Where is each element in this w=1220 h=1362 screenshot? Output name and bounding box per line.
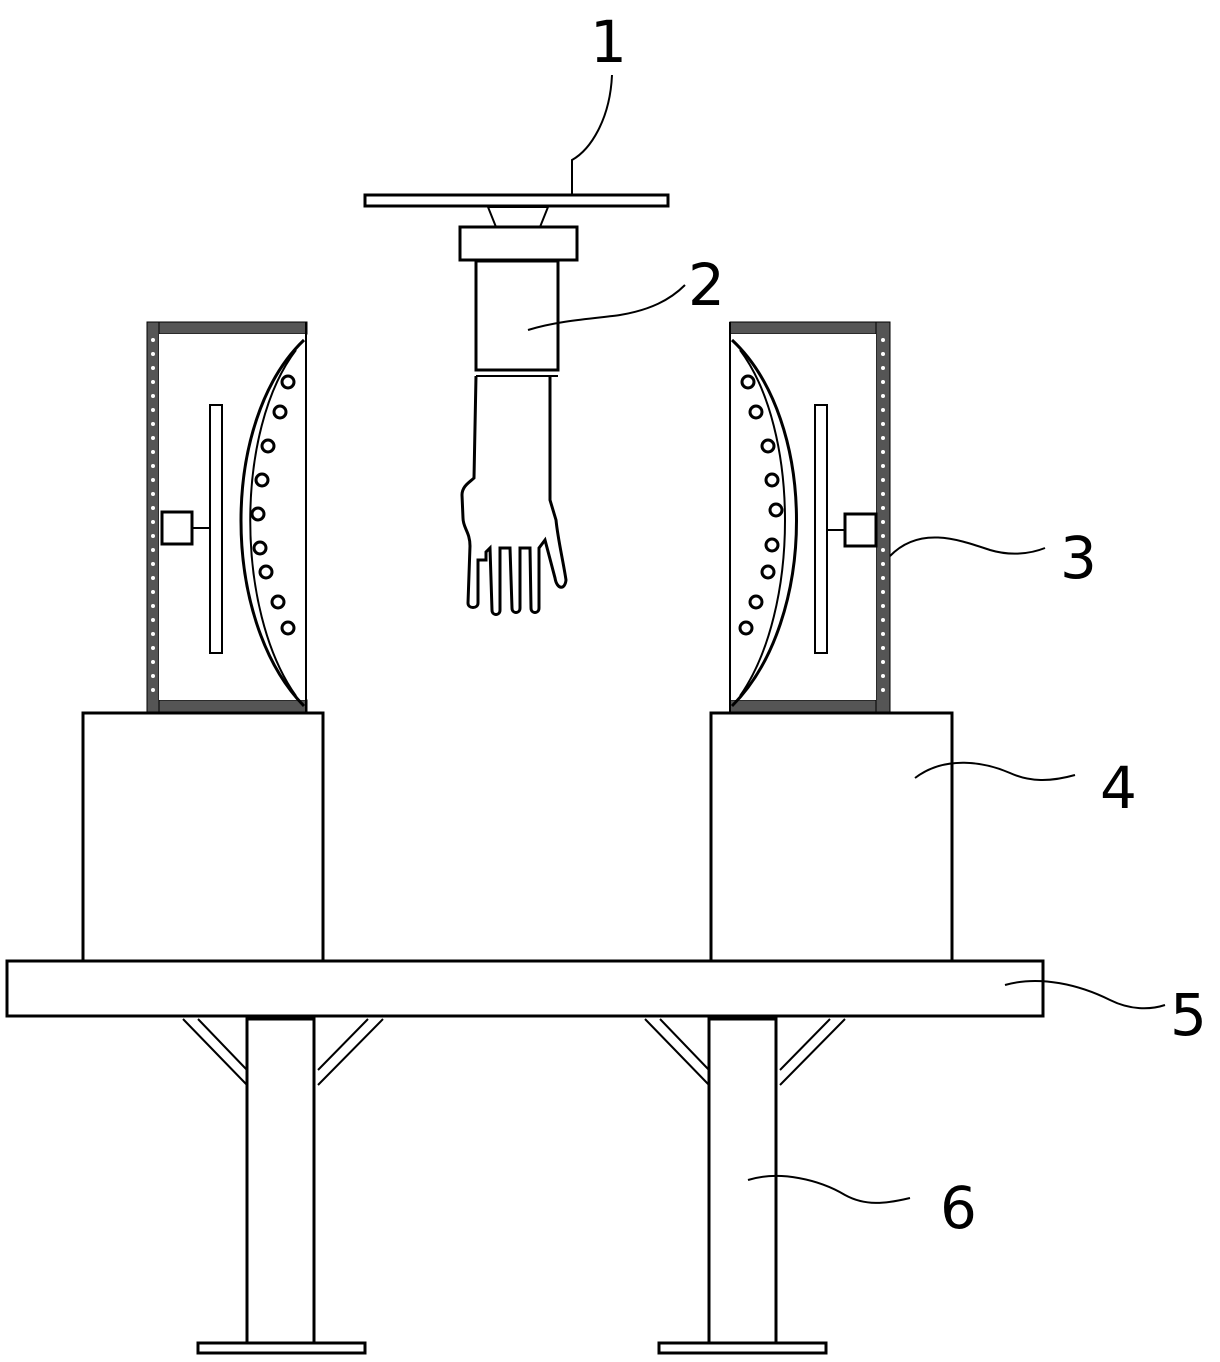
nozzle [760, 438, 776, 454]
nozzle [764, 537, 780, 553]
nozzle [280, 374, 296, 390]
wall-dot [881, 436, 885, 440]
left-chamber-wall-dots [151, 338, 155, 692]
wall-dot [151, 688, 155, 692]
nozzle [250, 506, 266, 522]
wall-dot [151, 674, 155, 678]
wall-dot [881, 548, 885, 552]
wall-dot [881, 576, 885, 580]
wall-dot [881, 618, 885, 622]
nozzle [748, 594, 764, 610]
wall-dot [151, 590, 155, 594]
wall-dot [151, 492, 155, 496]
label-2: 2 [688, 251, 725, 319]
wall-dot [151, 394, 155, 398]
leader-lines [527, 74, 1166, 1204]
wall-dot [881, 688, 885, 692]
wall-dot [151, 604, 155, 608]
wall-dot [881, 646, 885, 650]
left-nozzle-array [250, 374, 296, 636]
wall-dot [881, 562, 885, 566]
nozzle [270, 594, 286, 610]
right-nozzle-array [738, 374, 784, 636]
wall-dot [881, 478, 885, 482]
wall-dot [151, 380, 155, 384]
nozzle [764, 472, 780, 488]
wall-dot [881, 408, 885, 412]
right-leg [644, 1017, 846, 1355]
wall-dot [881, 520, 885, 524]
right-chamber [729, 321, 891, 713]
wall-dot [151, 338, 155, 342]
nozzle [252, 540, 268, 556]
left-support-base [81, 711, 325, 963]
wall-dot [881, 422, 885, 426]
wall-dot [151, 422, 155, 426]
wall-dot [151, 520, 155, 524]
nozzle [760, 564, 776, 580]
label-5: 5 [1170, 981, 1207, 1049]
wall-dot [151, 632, 155, 636]
nozzle [260, 438, 276, 454]
wall-dot [151, 562, 155, 566]
wall-dot [151, 464, 155, 468]
wall-dot [151, 506, 155, 510]
wall-dot [151, 478, 155, 482]
wall-dot [151, 450, 155, 454]
nozzle [280, 620, 296, 636]
glove-hand-model [460, 259, 568, 616]
left-leg [182, 1017, 384, 1355]
left-chamber [146, 321, 308, 713]
label-6: 6 [940, 1174, 977, 1242]
label-1: 1 [590, 8, 627, 76]
wall-dot [881, 590, 885, 594]
nozzle [748, 404, 764, 420]
wall-dot [881, 604, 885, 608]
wall-dot [881, 674, 885, 678]
wall-dot [881, 450, 885, 454]
wall-dot [151, 366, 155, 370]
wall-dot [881, 464, 885, 468]
wall-dot [881, 380, 885, 384]
top-mounting-plate [363, 193, 670, 262]
nozzle [254, 472, 270, 488]
wall-dot [881, 492, 885, 496]
wall-dot [151, 408, 155, 412]
nozzle [258, 564, 274, 580]
label-3: 3 [1060, 524, 1097, 592]
wall-dot [151, 548, 155, 552]
wall-dot [151, 646, 155, 650]
nozzle [740, 374, 756, 390]
wall-dot [151, 352, 155, 356]
wall-dot [881, 660, 885, 664]
wall-dot [881, 352, 885, 356]
wall-dot [151, 576, 155, 580]
label-4: 4 [1100, 754, 1137, 822]
nozzle [272, 404, 288, 420]
wall-dot [881, 338, 885, 342]
wall-dot [151, 534, 155, 538]
wall-dot [881, 366, 885, 370]
table-top [5, 959, 1045, 1018]
right-support-base [709, 711, 954, 963]
nozzle [738, 620, 754, 636]
right-chamber-wall-dots [881, 338, 885, 692]
wall-dot [881, 632, 885, 636]
wall-dot [151, 618, 155, 622]
wall-dot [881, 506, 885, 510]
wall-dot [881, 394, 885, 398]
wall-dot [151, 436, 155, 440]
wall-dot [151, 660, 155, 664]
nozzle [768, 502, 784, 518]
wall-dot [881, 534, 885, 538]
